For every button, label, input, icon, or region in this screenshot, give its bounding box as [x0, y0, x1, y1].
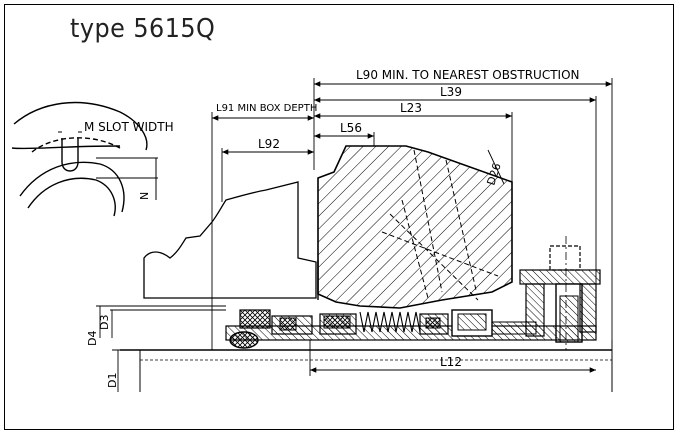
drawing-border — [4, 4, 674, 430]
l91-label: L91 MIN BOX DEPTH — [216, 103, 317, 114]
seal-internals — [225, 309, 597, 349]
gland-ring — [317, 145, 513, 309]
gland-housing — [143, 181, 317, 299]
shaft — [120, 340, 618, 392]
d1-label: D1 — [106, 373, 119, 388]
l12-label: L12 — [440, 355, 462, 369]
l92-label: L92 — [258, 137, 280, 151]
d4-label: D4 — [86, 331, 99, 346]
dimension-lines — [96, 78, 613, 392]
l56-label: L56 — [340, 121, 362, 135]
l90-label: L90 MIN. TO NEAREST OBSTRUCTION — [356, 68, 580, 82]
d3-label: D3 — [98, 315, 111, 330]
n-label: N — [138, 192, 151, 200]
m-slot-width-label: M SLOT WIDTH — [84, 120, 174, 134]
l39-label: L39 — [440, 85, 462, 99]
l23-label: L23 — [400, 101, 422, 115]
drawing-title: type 5615Q — [70, 14, 216, 44]
slot-detail — [11, 101, 158, 217]
